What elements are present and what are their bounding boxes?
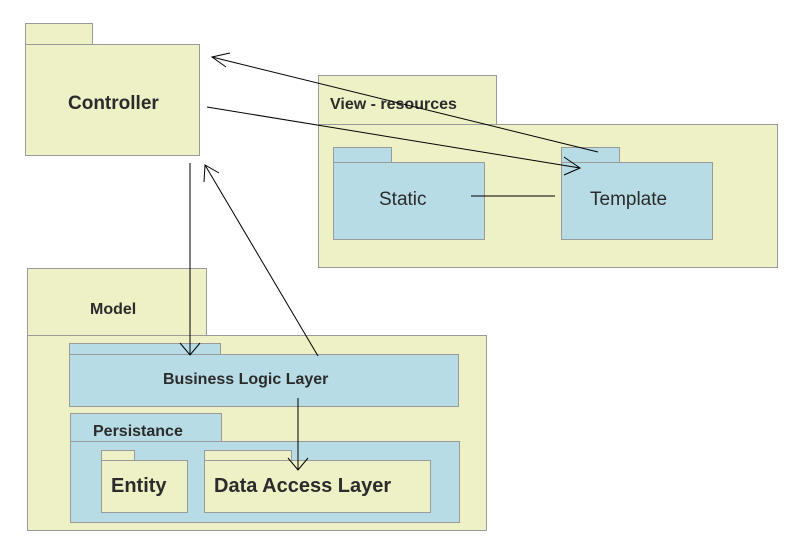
arrow-template-to-controller xyxy=(211,56,599,153)
static-label: Static xyxy=(379,189,427,210)
persistance-label: Persistance xyxy=(93,423,183,440)
arrowhead-controller-from-template xyxy=(210,52,231,68)
entity-label: Entity xyxy=(111,475,167,497)
view-label: View - resources xyxy=(330,96,457,113)
business-logic-package[interactable] xyxy=(69,354,459,407)
template-label: Template xyxy=(590,189,668,210)
data-access-package[interactable] xyxy=(204,460,431,513)
arrowhead-template-from-controller xyxy=(563,156,582,176)
controller-label: Controller xyxy=(68,93,159,114)
data-access-label: Data Access Layer xyxy=(214,475,392,497)
business-logic-label: Business Logic Layer xyxy=(163,371,329,388)
arrow-business-to-controller xyxy=(204,164,319,357)
model-package-tab xyxy=(27,268,207,336)
entity-package[interactable] xyxy=(101,460,188,513)
arrow-controller-to-template xyxy=(206,106,581,169)
arrowhead-controller-from-business xyxy=(203,164,220,183)
controller-package[interactable] xyxy=(25,44,200,156)
arrowhead-business-from-controller xyxy=(179,342,201,356)
arrowhead-dataaccess-from-business xyxy=(287,457,309,471)
model-label: Model xyxy=(90,301,137,318)
template-package[interactable] xyxy=(561,162,713,240)
static-package[interactable] xyxy=(333,162,485,240)
